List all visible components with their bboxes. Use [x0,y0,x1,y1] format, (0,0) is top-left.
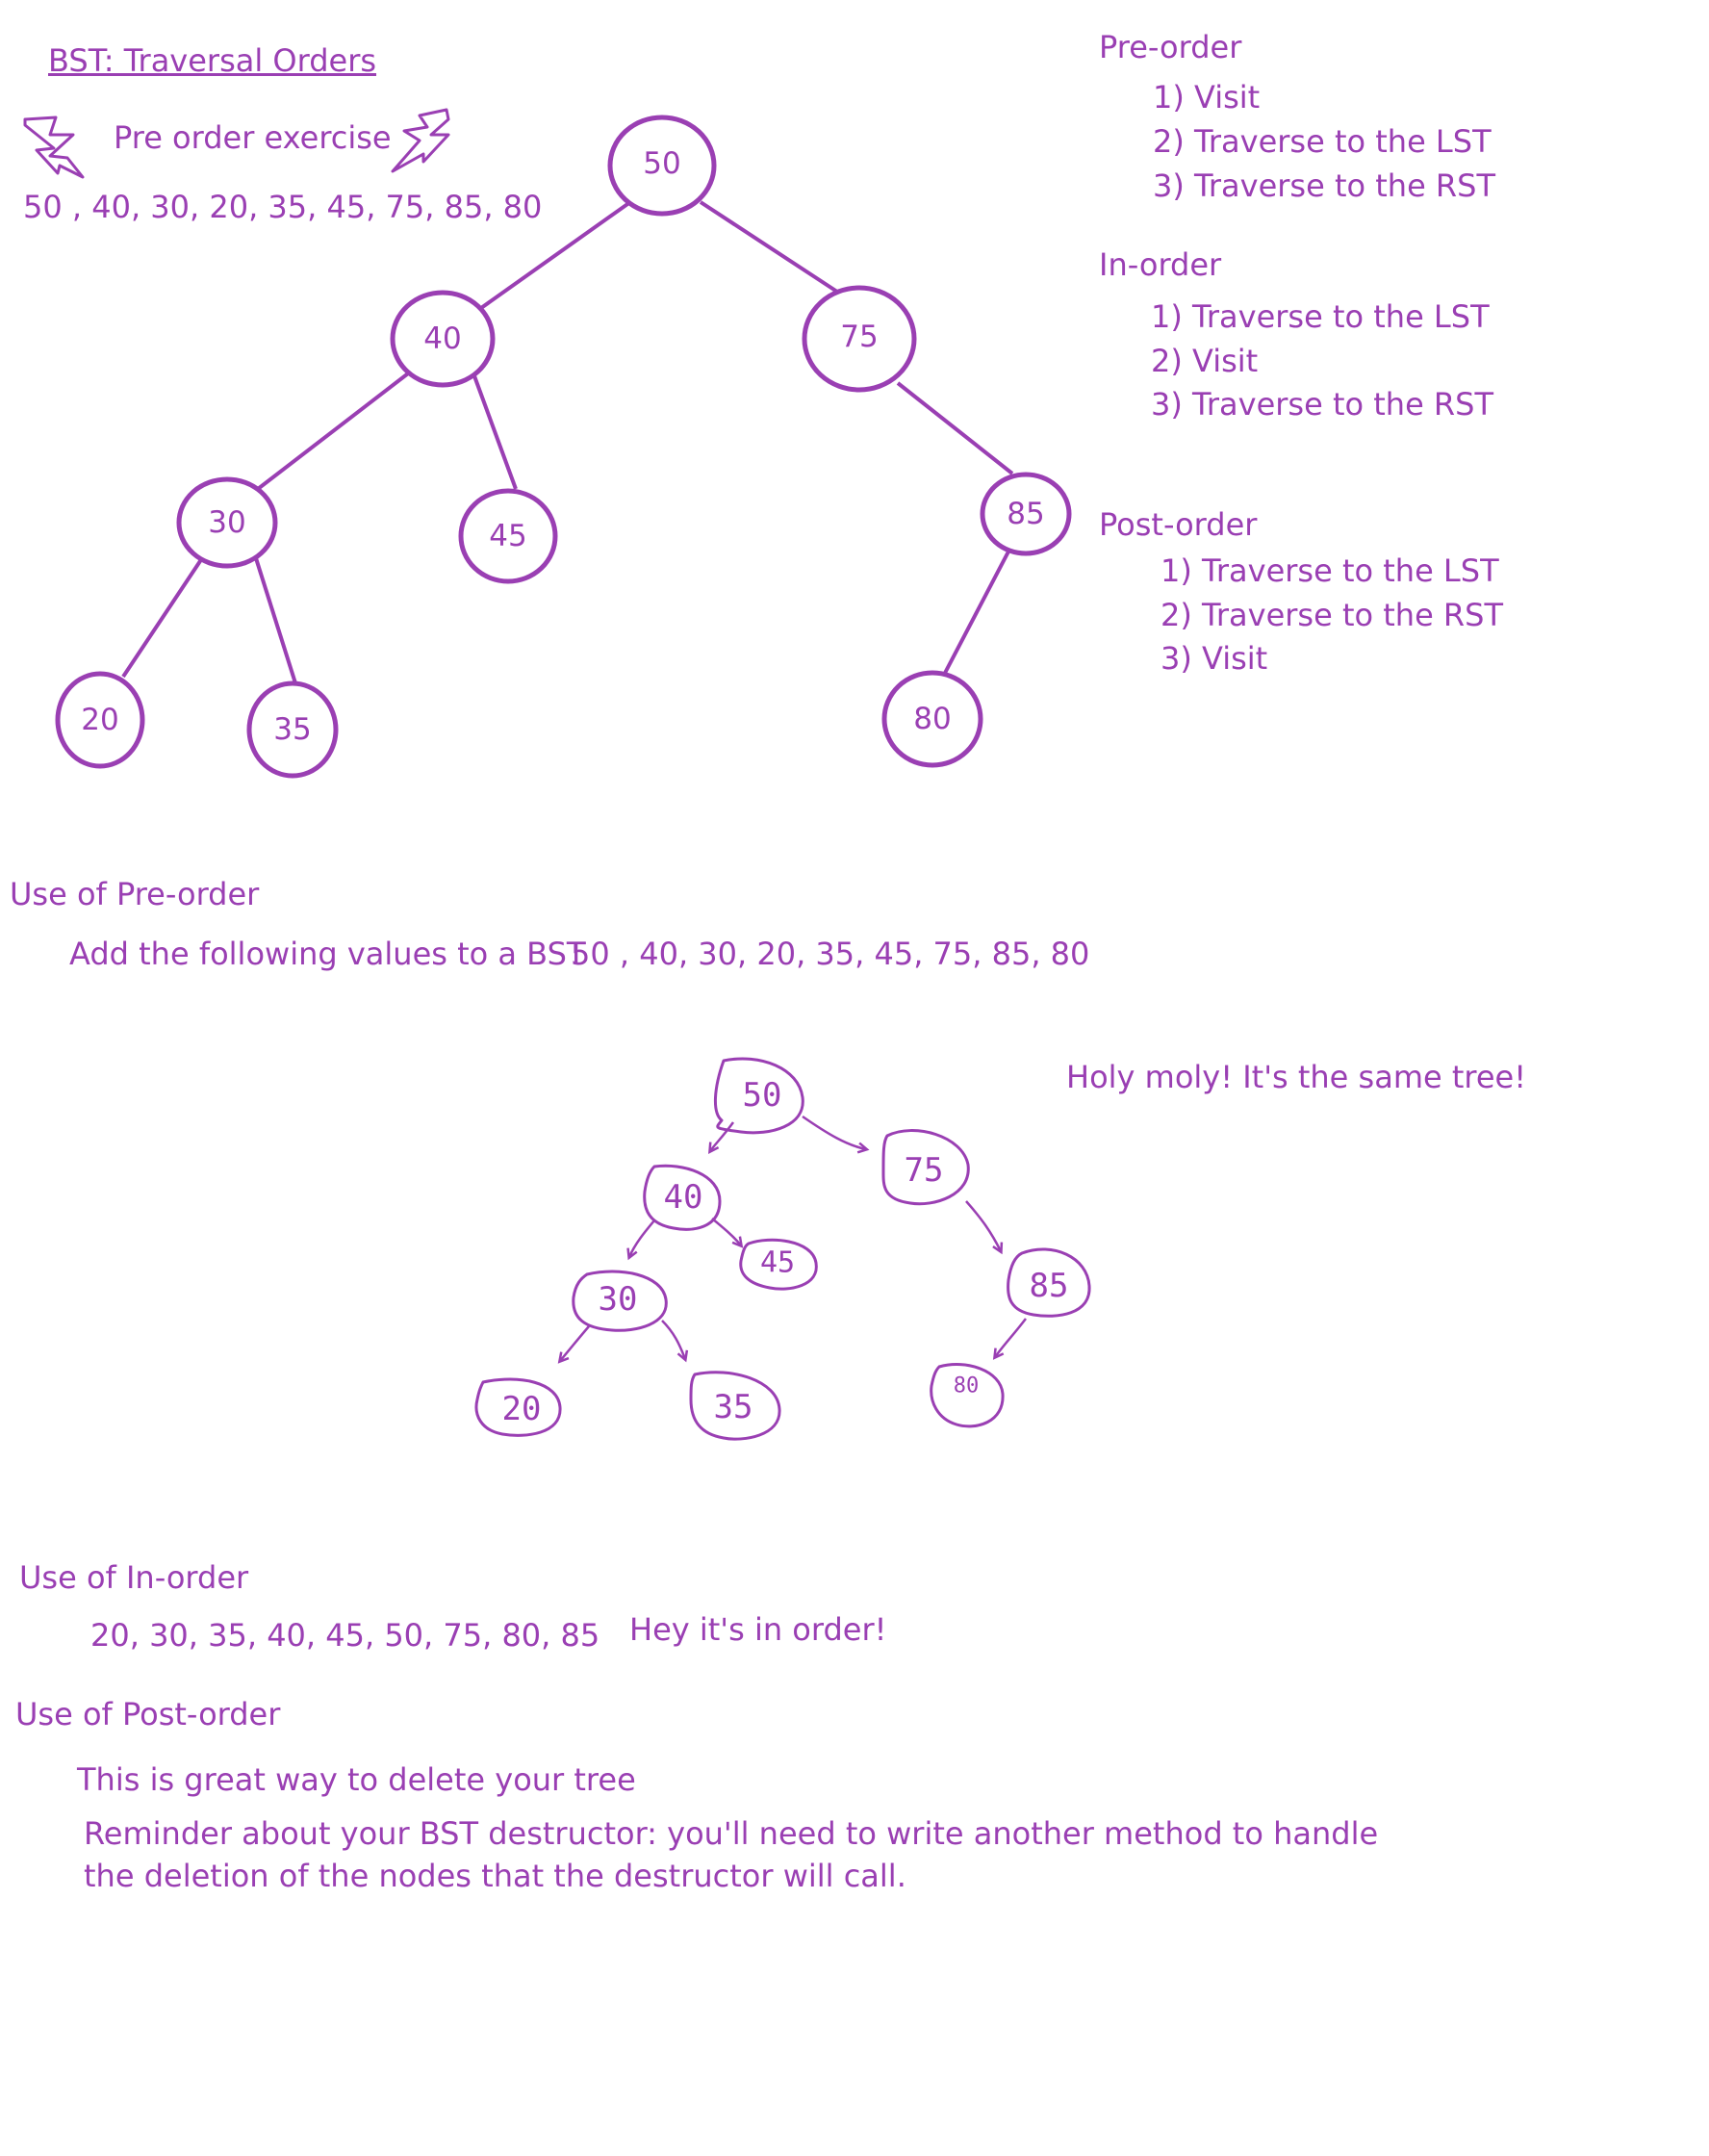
hand-edge-30-35 [661,1320,689,1363]
inorder-step-3: 3) Traverse to the RST [1151,386,1494,423]
hand-node-label-20: 20 [502,1390,542,1428]
hand-node-label-50: 50 [743,1076,782,1115]
node-label-35: 35 [273,712,311,747]
postorder-step-3: 3) Visit [1161,640,1268,677]
hand-edge-30-20 [557,1325,590,1364]
node-circle-85 [980,472,1072,556]
node-circle-40 [390,290,496,388]
hand-edge-75-85 [965,1200,1004,1255]
use-inorder-heading: Use of In-order [19,1559,249,1596]
use-postorder-line-2: Reminder about your BST destructor: you'… [84,1815,1379,1852]
node-circle-35 [246,680,339,779]
node-circle-30 [176,476,278,569]
hand-node-circle-75 [881,1129,970,1206]
node-label-80: 80 [913,702,951,736]
hand-edge-85-80 [992,1318,1027,1360]
page-title: BST: Traversal Orders [48,42,377,79]
lightning-icon-right [391,108,450,173]
use-inorder-remark: Hey it's in order! [629,1611,887,1648]
edge-50-40 [479,200,632,310]
preorder-heading: Pre-order [1099,29,1242,65]
node-label-20: 20 [81,703,118,737]
hand-edge-50-40 [708,1121,735,1154]
edge-85-80 [941,551,1010,678]
hand-node-circle-35 [689,1371,781,1441]
edge-50-75 [699,200,842,295]
hand-node-label-75: 75 [905,1151,944,1190]
hand-node-circle-20 [474,1377,562,1437]
node-label-40: 40 [423,321,461,356]
hand-node-label-40: 40 [664,1178,703,1217]
hand-drawn-bst: 50 40 75 45 30 85 20 35 80 [474,1057,1091,1441]
node-label-45: 45 [489,519,526,553]
hand-node-circle-85 [1007,1247,1091,1318]
hand-node-circle-80 [930,1363,1005,1428]
inorder-heading: In-order [1099,246,1222,283]
postorder-step-1: 1) Traverse to the LST [1161,552,1499,589]
hand-edge-50-75 [802,1115,870,1154]
edge-40-30 [256,369,414,491]
node-label-85: 85 [1007,497,1044,531]
node-label-50: 50 [643,146,680,181]
edge-30-35 [254,557,298,687]
use-preorder-text: Add the following values to a BST [69,936,586,972]
hand-node-circle-30 [572,1270,668,1332]
postorder-step-2: 2) Traverse to the RST [1161,597,1504,633]
edge-40-45 [472,372,518,490]
node-circle-50 [607,115,717,217]
node-circle-75 [802,285,917,393]
hand-node-circle-40 [643,1164,722,1231]
exercise-label: Pre order exercise [114,119,392,156]
hand-node-label-85: 85 [1030,1267,1069,1305]
node-circle-20 [55,671,145,769]
postorder-heading: Post-order [1099,506,1258,543]
use-preorder-remark: Holy moly! It's the same tree! [1066,1059,1527,1095]
use-postorder-line-1: This is great way to delete your tree [77,1761,636,1798]
edge-30-20 [121,556,204,679]
use-postorder-heading: Use of Post-order [15,1696,281,1732]
use-preorder-values: 50 , 40, 30, 20, 35, 45, 75, 85, 80 [571,936,1090,972]
node-circle-45 [458,488,558,584]
hand-node-label-45: 45 [760,1246,795,1280]
lightning-icon-left [23,116,85,179]
use-inorder-values: 20, 30, 35, 40, 45, 50, 75, 80, 85 [90,1617,600,1654]
node-circle-80 [881,670,983,768]
node-label-75: 75 [840,320,878,354]
bst-diagram: 50 40 75 30 45 85 20 35 80 [55,115,1072,779]
exercise-answer: 50 , 40, 30, 20, 35, 45, 75, 85, 80 [23,189,543,225]
hand-edge-40-45 [711,1218,744,1248]
hand-node-label-30: 30 [599,1280,638,1319]
inorder-step-1: 1) Traverse to the LST [1151,298,1490,335]
preorder-step-1: 1) Visit [1153,79,1261,116]
hand-node-circle-45 [739,1238,818,1291]
hand-node-label-35: 35 [714,1388,753,1426]
hand-node-label-80: 80 [954,1374,980,1399]
hand-edge-40-30 [626,1219,655,1261]
inorder-step-2: 2) Visit [1151,343,1259,379]
preorder-step-3: 3) Traverse to the RST [1153,167,1496,204]
edge-75-85 [896,381,1014,475]
use-preorder-heading: Use of Pre-order [10,876,260,912]
preorder-step-2: 2) Traverse to the LST [1153,123,1492,160]
use-postorder-line-3: the deletion of the nodes that the destr… [84,1858,906,1894]
hand-node-circle-50 [713,1057,804,1135]
node-label-30: 30 [208,505,245,540]
